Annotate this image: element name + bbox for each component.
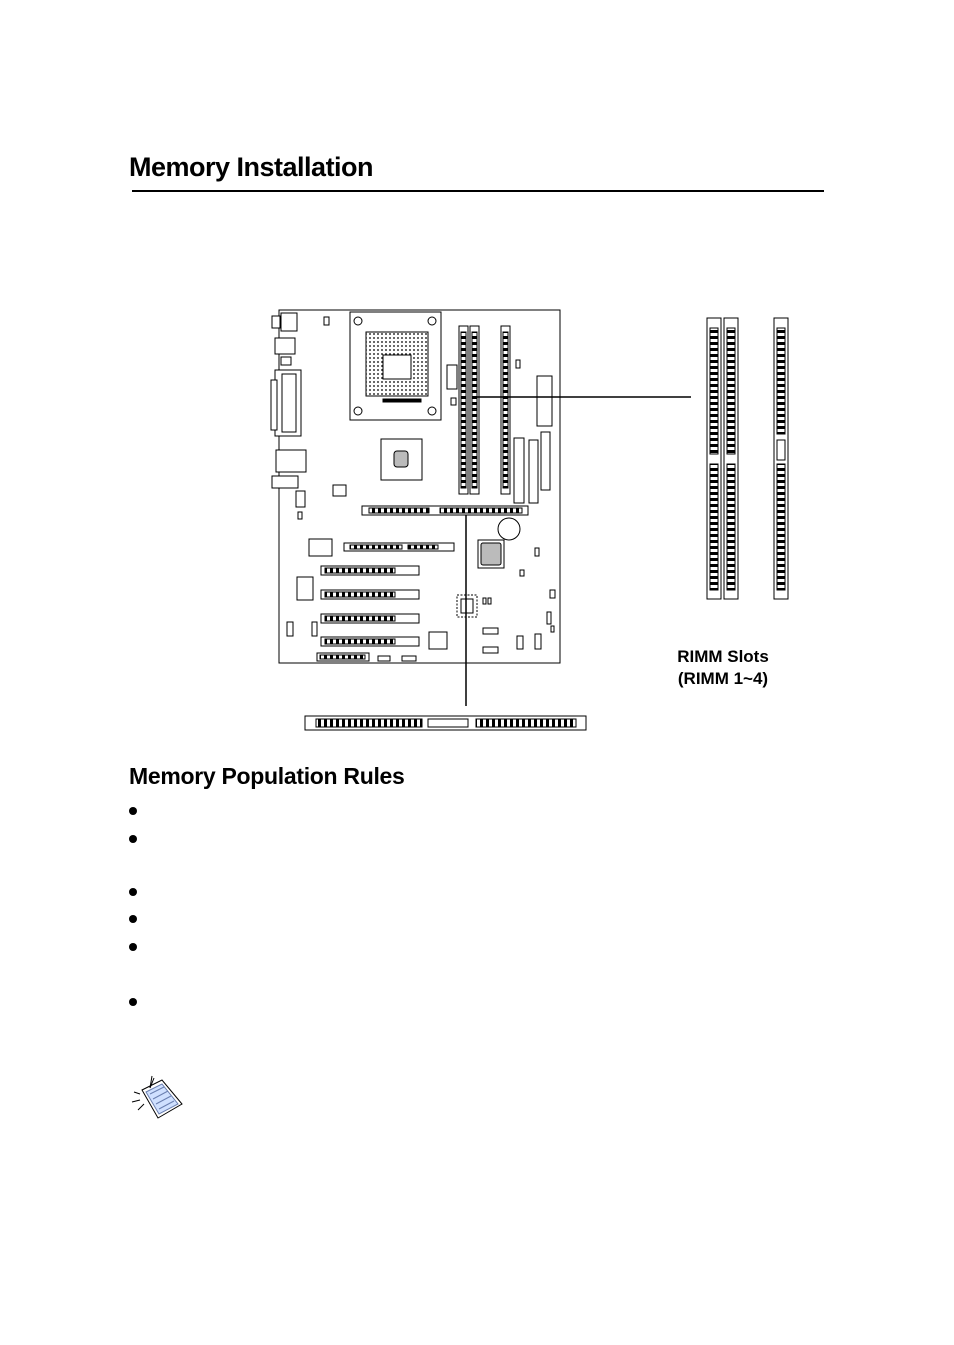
rimm-caption-line2: (RIMM 1~4) (677, 669, 769, 688)
bullet-point (128, 806, 138, 816)
rimm-slots-on-board (458, 325, 511, 495)
small-components (286, 316, 556, 662)
rimm-modules-enlarged (706, 317, 789, 600)
southbridge-chip (477, 517, 521, 569)
callout-lines (465, 396, 691, 706)
agp-slot-enlarged (304, 715, 587, 731)
motherboard-diagram (270, 309, 789, 731)
bios-chip (456, 594, 478, 618)
bullet-point (128, 914, 138, 924)
note-paper-icon (131, 1075, 183, 1119)
back-panel-connectors (270, 312, 307, 520)
bullet-point (128, 997, 138, 1007)
bullet-point (128, 887, 138, 897)
pci-slots (316, 542, 455, 662)
section-subtitle: Memory Population Rules (129, 763, 405, 789)
rimm-caption-line1: RIMM Slots (677, 647, 769, 666)
cpu-socket (349, 311, 442, 421)
northbridge-chip (380, 438, 423, 481)
rimm-slots-caption: RIMM Slots (RIMM 1~4) (640, 646, 806, 690)
bullet-point (128, 834, 138, 844)
title-underline (132, 190, 824, 192)
agp-slot (361, 505, 529, 516)
bullet-point (128, 942, 138, 952)
page-title: Memory Installation (129, 152, 374, 182)
